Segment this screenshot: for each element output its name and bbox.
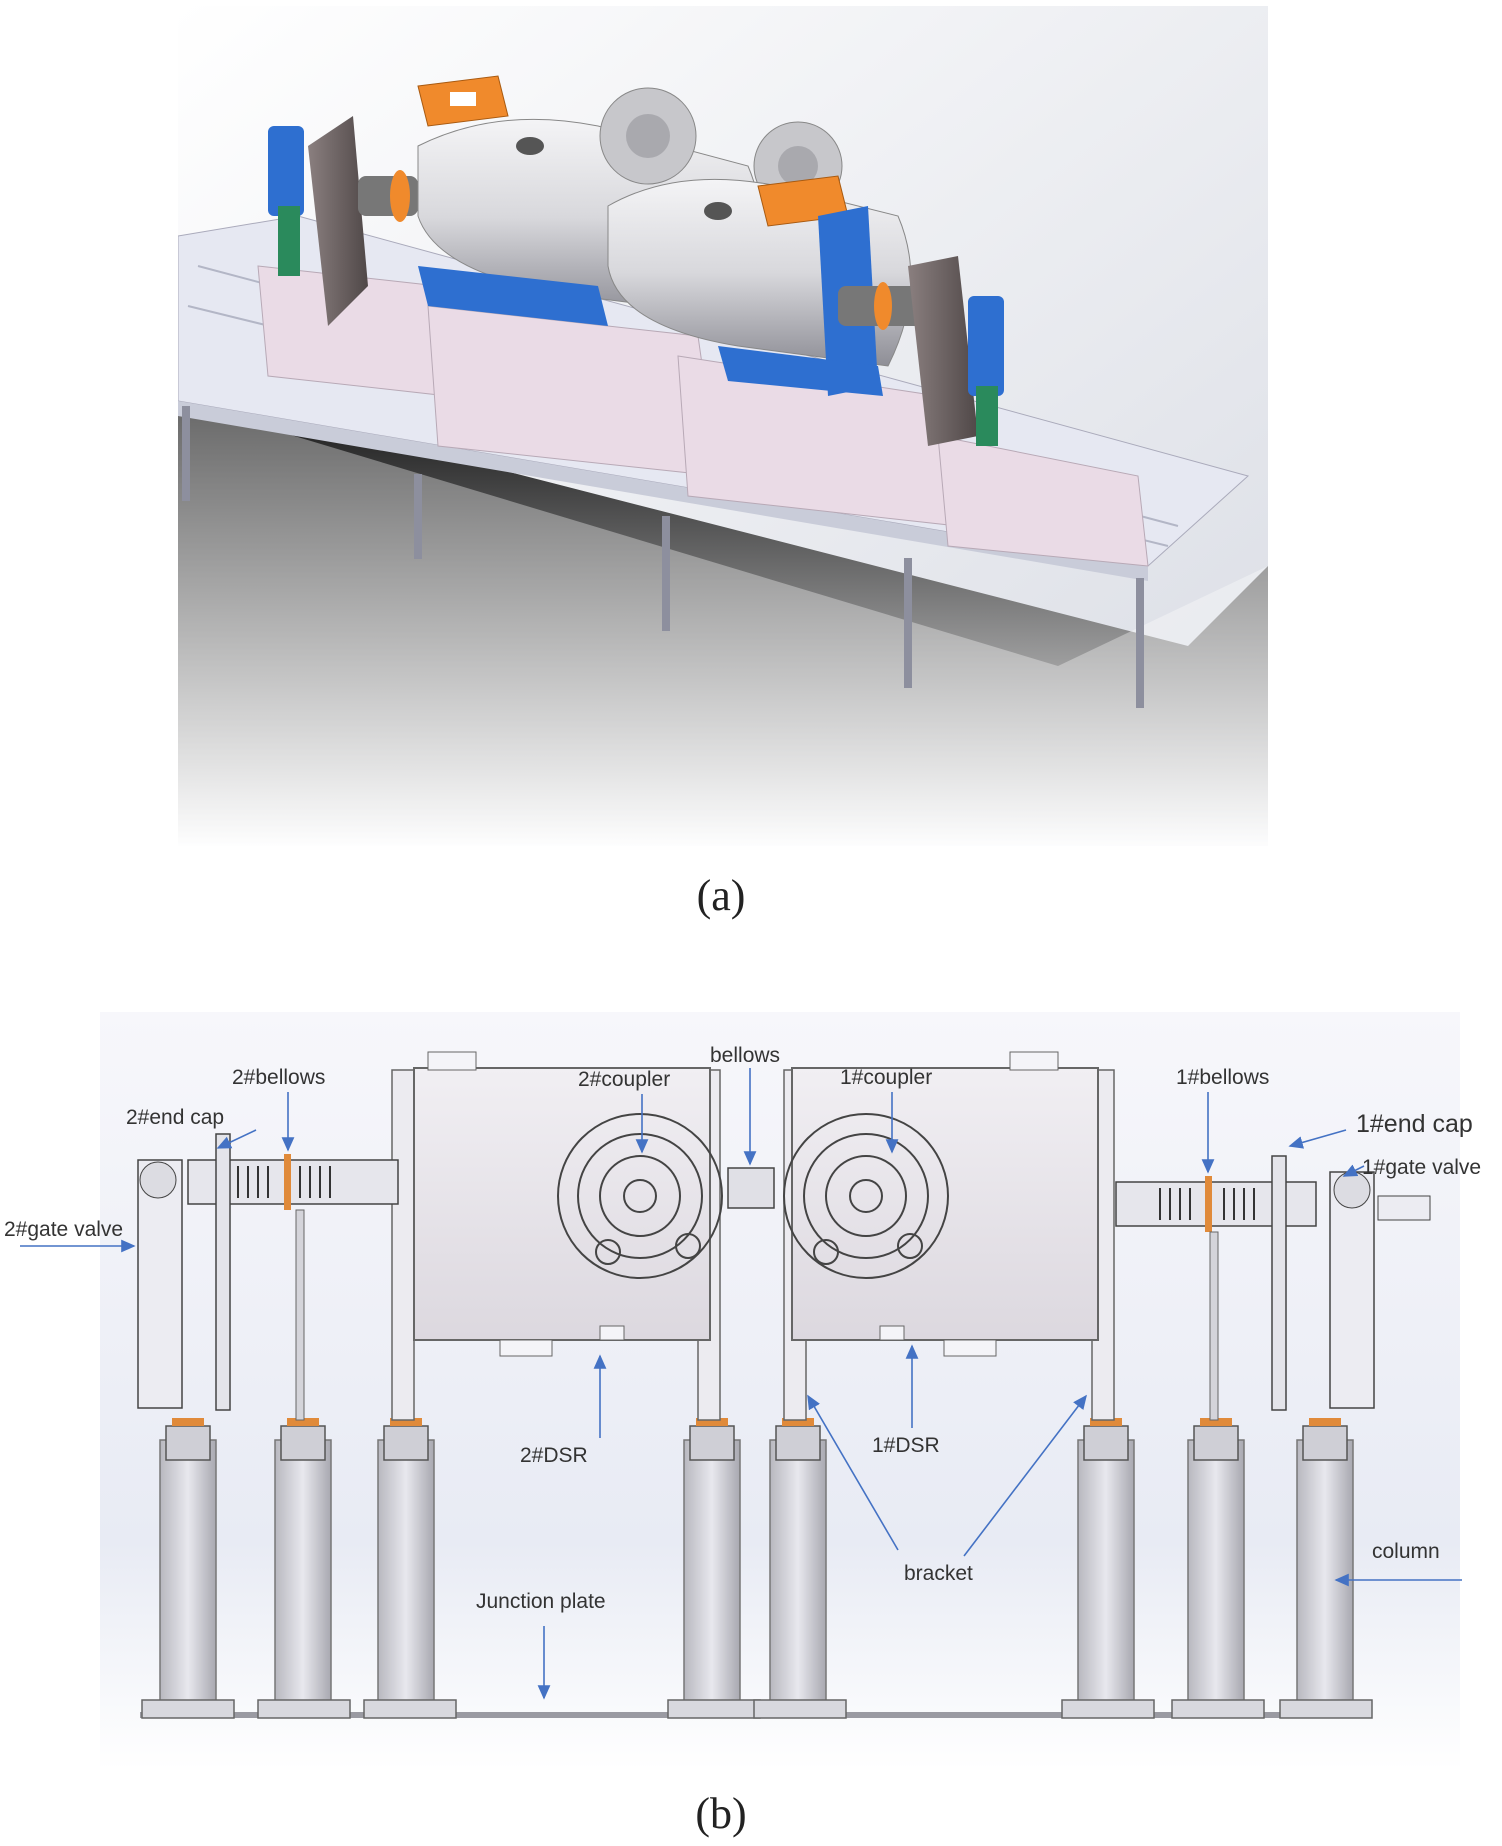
label-2-gate-valve: 2#gate valve [4,1218,123,1241]
panel-a-3d-render [177,6,1268,846]
label-1-gate-valve: 1#gate valve [1362,1156,1481,1179]
label-column: column [1372,1540,1440,1563]
label-2-dsr: 2#DSR [520,1444,588,1467]
vessel-2 [413,1067,711,1341]
caption-b: (b) [695,1789,747,1838]
label-2-coupler: 2#coupler [578,1068,670,1091]
caption-a: (a) [696,871,746,920]
label-1-end-cap: 1#end cap [1356,1110,1473,1138]
label-junction-plate: Junction plate [476,1590,606,1613]
label-2-end-cap: 2#end cap [126,1106,224,1129]
coupler-1-graphic [783,1113,949,1279]
columns [159,1439,1354,1711]
label-1-bellows: 1#bellows [1176,1066,1269,1089]
vessel-1 [791,1067,1099,1341]
label-bellows: bellows [710,1044,780,1067]
annotation-arrows [20,1068,1462,1700]
panel-b-side-view: 2#gate valve 2#end cap 2#bellows 2#coupl… [0,1000,1502,1780]
label-1-dsr: 1#DSR [872,1434,940,1457]
coupler-2-graphic [557,1113,723,1279]
side-view-diagram: 2#gate valve 2#end cap 2#bellows 2#coupl… [4,1012,1481,1770]
label-2-bellows: 2#bellows [232,1066,325,1089]
label-1-coupler: 1#coupler [840,1066,932,1089]
render-illustration [177,6,1268,846]
label-bracket: bracket [904,1562,973,1585]
